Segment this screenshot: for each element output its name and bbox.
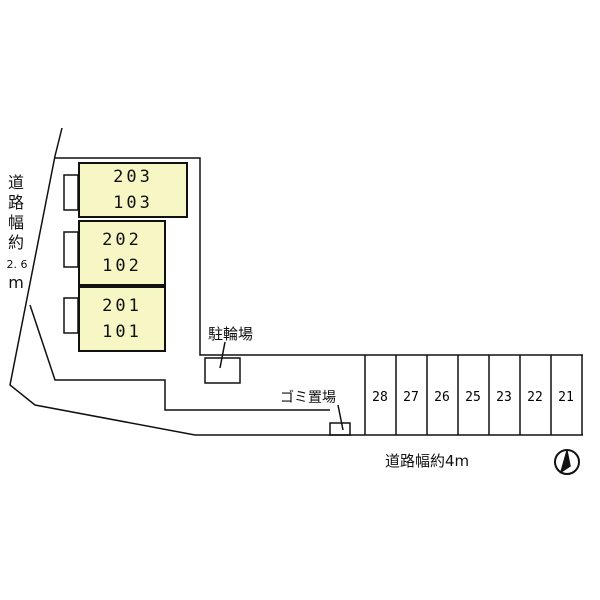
parking-space: 21 <box>558 390 574 405</box>
unit-201-101: 201 101 <box>78 286 166 352</box>
unit-number: 201 <box>102 296 142 316</box>
south-road-label: 道路幅約4m <box>385 452 470 470</box>
garbage-area-label: ゴミ置場 <box>280 390 336 406</box>
unit-202-102: 202 102 <box>78 220 166 286</box>
unit-number: 202 <box>102 230 142 250</box>
unit-number: 103 <box>113 193 153 213</box>
label-char: 路 <box>7 193 24 212</box>
parking-space: 26 <box>434 390 450 405</box>
label-char: 幅 <box>7 213 24 232</box>
parking-space: 22 <box>527 390 543 405</box>
label-char: 約 <box>7 233 24 252</box>
parking-space: 27 <box>403 390 419 405</box>
unit-number: 101 <box>102 322 142 342</box>
label-char: 道 <box>7 173 24 192</box>
label-char: m <box>8 273 24 292</box>
parking-space: 23 <box>496 390 512 405</box>
label-char: 2. 6 <box>6 258 28 271</box>
unit-number: 203 <box>113 167 153 187</box>
bicycle-parking-label: 駐輪場 <box>208 325 254 343</box>
unit-203-103: 203 103 <box>78 162 188 218</box>
parking-space: 28 <box>372 390 388 405</box>
north-icon <box>555 450 579 474</box>
parking-space: 25 <box>465 390 481 405</box>
unit-number: 102 <box>102 256 142 276</box>
